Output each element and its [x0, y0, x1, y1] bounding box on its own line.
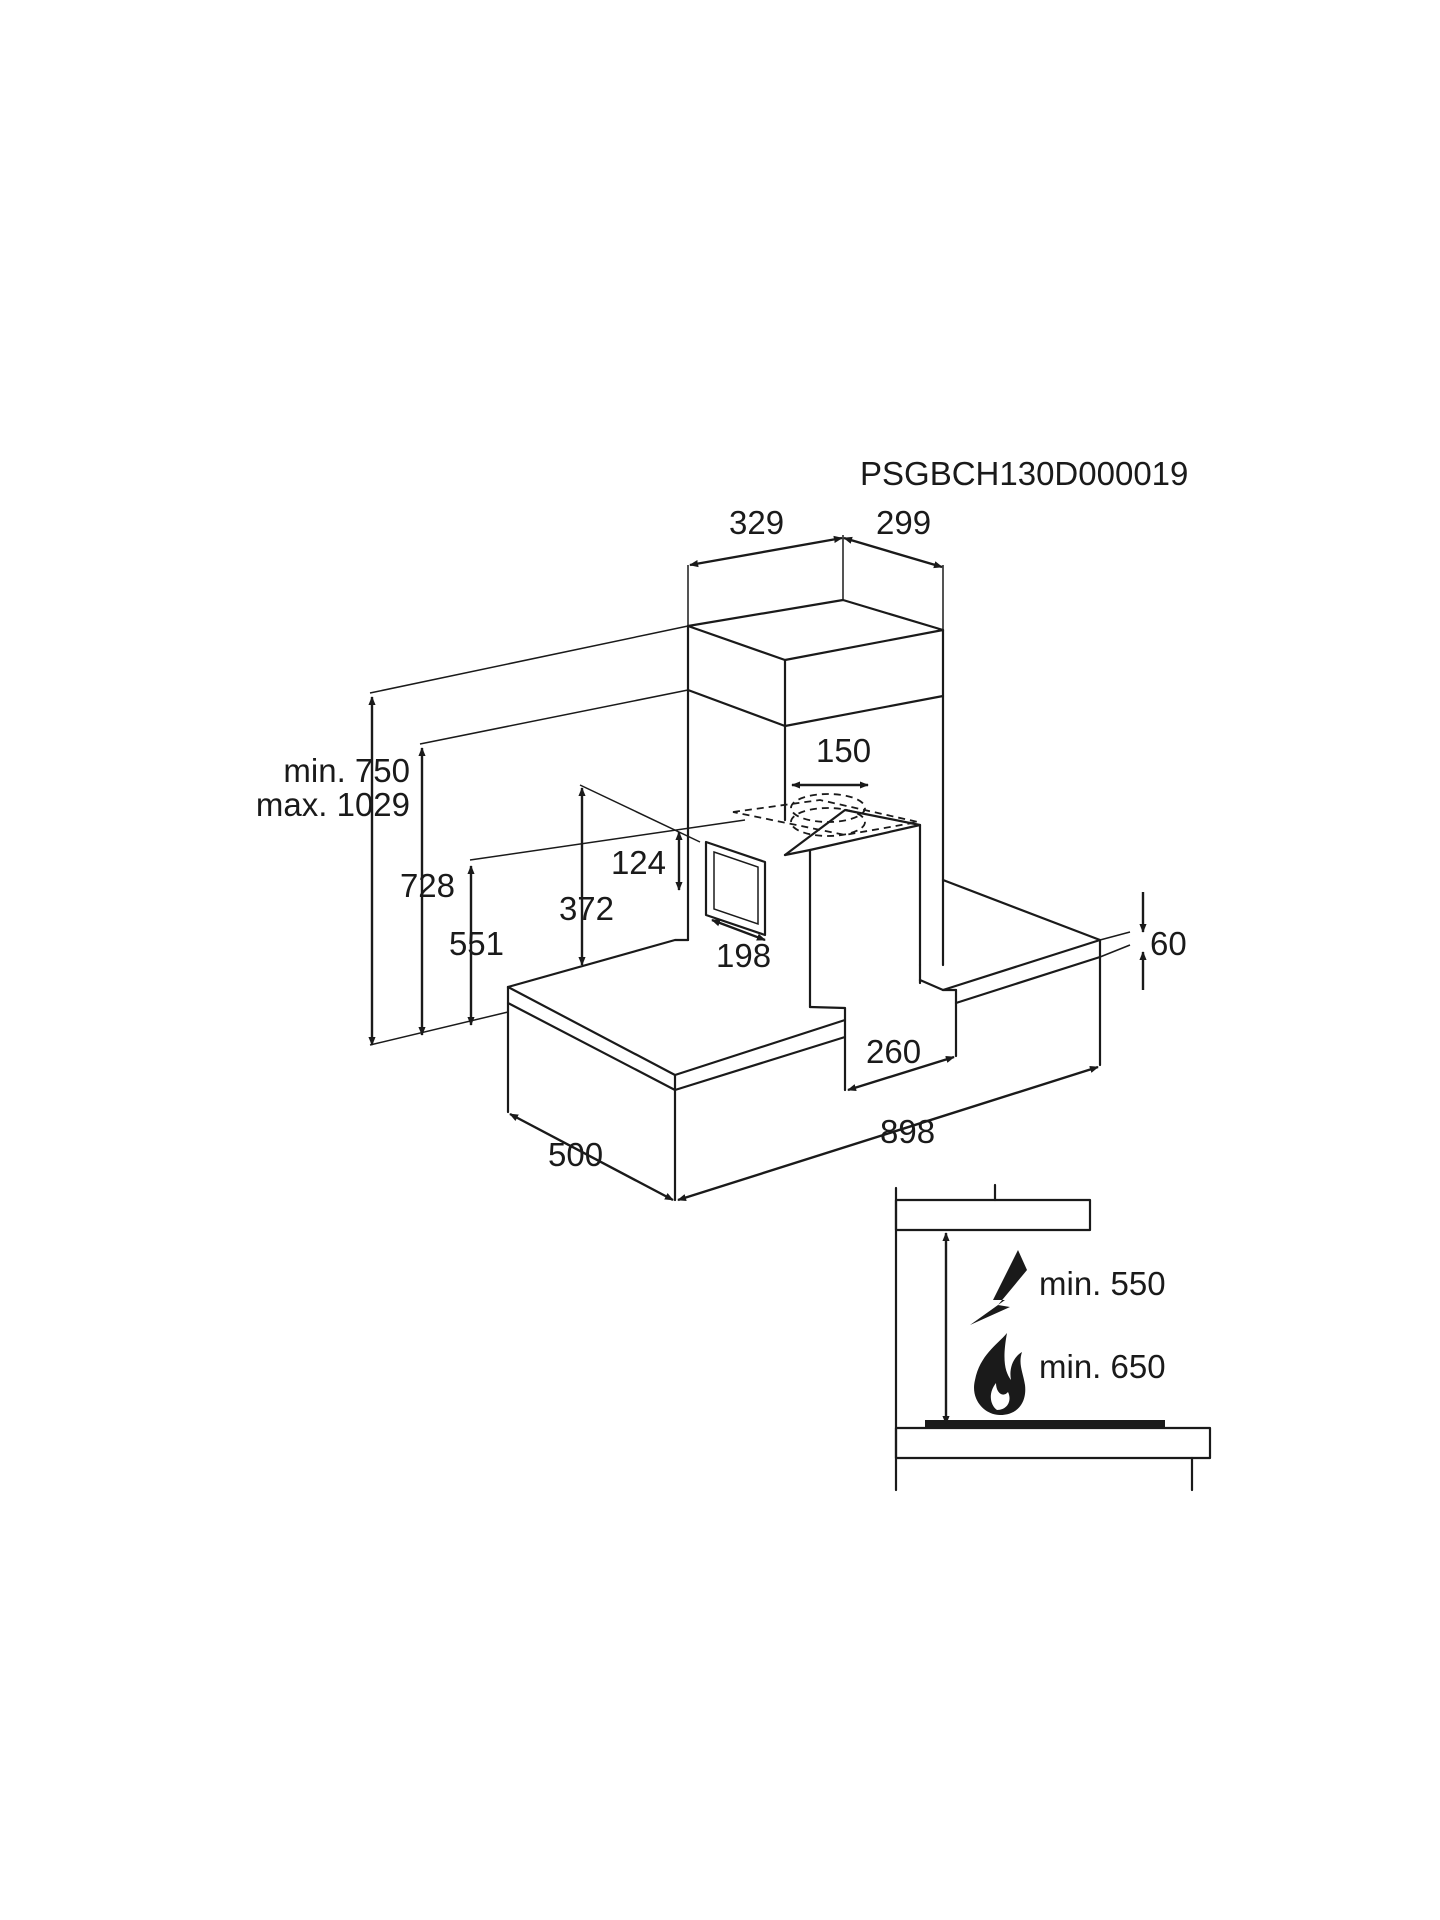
dim-depth-500: 500 [548, 1136, 603, 1173]
clearance-inset [894, 1183, 1212, 1492]
dim-height-728: 728 [400, 867, 455, 904]
canopy [506, 878, 1102, 1202]
dimension-arrows [368, 535, 1147, 1202]
dim-height-551: 551 [449, 925, 504, 962]
clearance-electric: min. 550 [1039, 1265, 1166, 1302]
dim-height-max: max. 1029 [256, 786, 410, 823]
dim-chimney-depth: 299 [876, 504, 931, 541]
dim-total-width: 898 [880, 1113, 935, 1150]
dim-width-198: 198 [716, 937, 771, 974]
dim-chimney-width: 329 [729, 504, 784, 541]
dim-height-min: min. 750 [283, 752, 410, 789]
dim-depth-260: 260 [866, 1033, 921, 1070]
inset-hob [894, 1426, 1212, 1460]
dim-canopy-thickness: 60 [1150, 925, 1187, 962]
dim-height-372: 372 [559, 890, 614, 927]
dim-height-124: 124 [611, 844, 666, 881]
gas-flame-icon [974, 1333, 1026, 1415]
inset-hood [894, 1198, 1092, 1232]
motor-box [783, 808, 922, 1009]
lightning-bolt-icon [970, 1250, 1027, 1325]
clearance-gas: min. 650 [1039, 1348, 1166, 1385]
extension-lines [369, 535, 1131, 1046]
chimney [686, 598, 945, 967]
duct-opening [732, 793, 919, 837]
dim-duct-diameter: 150 [816, 732, 871, 769]
drawing-code: PSGBCH130D000019 [860, 455, 1188, 492]
